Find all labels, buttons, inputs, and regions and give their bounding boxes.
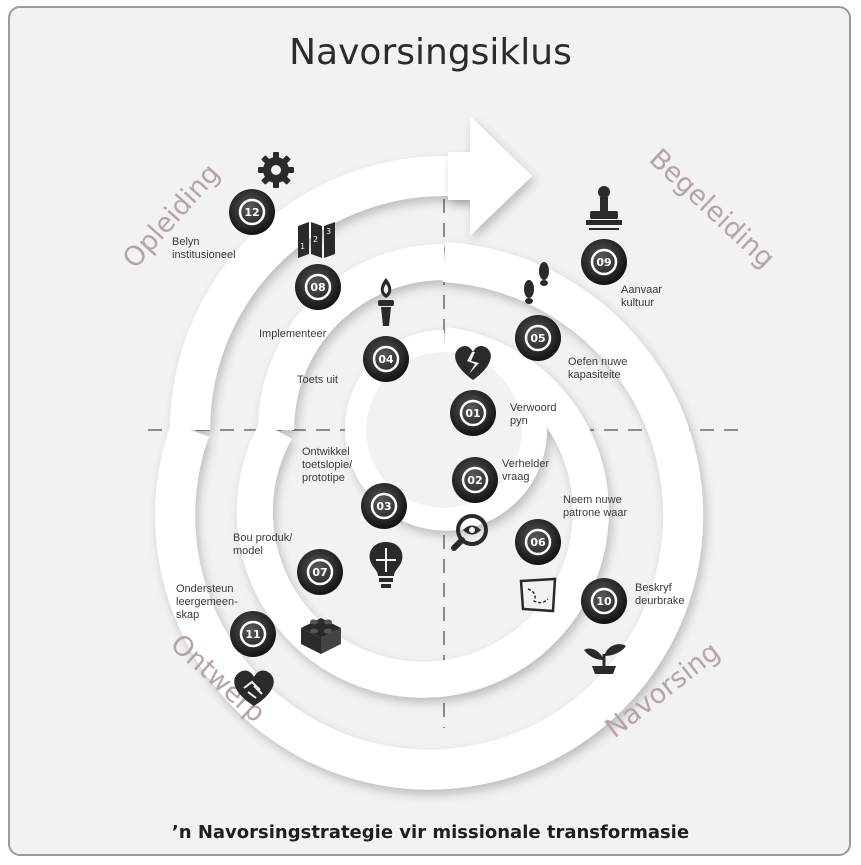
- svg-text:03: 03: [376, 500, 391, 513]
- svg-text:09: 09: [596, 256, 611, 269]
- step-marker-06: 06: [515, 519, 561, 565]
- step-marker-11: 11: [230, 611, 276, 657]
- step-marker-03: 03: [361, 483, 407, 529]
- svg-text:2: 2: [313, 235, 318, 244]
- step-label-07: Bou produk/ model: [233, 532, 293, 557]
- svg-text:02: 02: [467, 474, 482, 487]
- svg-text:1: 1: [300, 242, 305, 251]
- step-label-06: Neem nuwe patrone waar: [563, 494, 628, 519]
- step-label-09: Aanvaar kultuur: [621, 284, 662, 309]
- step-marker-07: 07: [297, 549, 343, 595]
- page-title: Navorsingsiklus: [289, 32, 572, 73]
- svg-text:11: 11: [245, 628, 260, 641]
- step-label-04: Toets uit: [297, 374, 338, 386]
- handshake-heart-icon: [234, 670, 274, 706]
- puzzle-lightbulb-icon: [369, 542, 403, 588]
- step-label-02: Verhelder vraag: [502, 458, 550, 483]
- map-icon: [519, 577, 557, 613]
- broken-heart-icon: [455, 345, 491, 380]
- step-label-12: Belyn institusioneel: [172, 236, 236, 261]
- step-label-01: Verwoord pyn: [510, 402, 557, 427]
- svg-text:05: 05: [530, 332, 545, 345]
- step-marker-09: 09: [581, 239, 627, 285]
- magnifying-eye-icon: [451, 514, 488, 551]
- step-marker-10: 10: [581, 578, 627, 624]
- footprints-icon: [524, 262, 549, 304]
- stamp-icon: [586, 186, 622, 230]
- step-marker-04: 04: [363, 336, 409, 382]
- page-subtitle: ’n Navorsingstrategie vir missionale tra…: [171, 822, 690, 843]
- step-label-05: Oefen nuwe kapasiteite: [568, 356, 628, 381]
- svg-text:08: 08: [310, 281, 325, 294]
- step-label-10: Beskryf deurbrake: [635, 582, 685, 607]
- lego-brick-icon: [301, 618, 341, 654]
- step-label-03: Ontwikkel toetslopie/ prototipe: [302, 446, 353, 484]
- svg-text:10: 10: [596, 595, 612, 608]
- gear-icon: [258, 152, 294, 188]
- spiral-arrowhead: [448, 116, 532, 236]
- step-marker-05: 05: [515, 315, 561, 361]
- step-label-11: Ondersteun leergemeen- skap: [176, 583, 238, 621]
- svg-text:07: 07: [312, 566, 327, 579]
- step-label-08: Implementeer: [259, 328, 327, 340]
- folding-screen-icon: 1 2 3: [298, 222, 335, 258]
- svg-text:04: 04: [378, 353, 394, 366]
- step-marker-08: 08: [295, 264, 341, 310]
- quadrant-label-begeleiding: Begeleiding: [643, 143, 781, 274]
- sprout-icon: [584, 644, 626, 674]
- step-marker-12: 12: [229, 189, 275, 235]
- torch-icon: [378, 278, 394, 326]
- svg-text:12: 12: [244, 206, 259, 219]
- svg-text:01: 01: [465, 407, 480, 420]
- svg-text:3: 3: [326, 227, 331, 236]
- step-marker-02: 02: [452, 457, 498, 503]
- step-marker-01: 01: [450, 390, 496, 436]
- svg-text:06: 06: [530, 536, 546, 549]
